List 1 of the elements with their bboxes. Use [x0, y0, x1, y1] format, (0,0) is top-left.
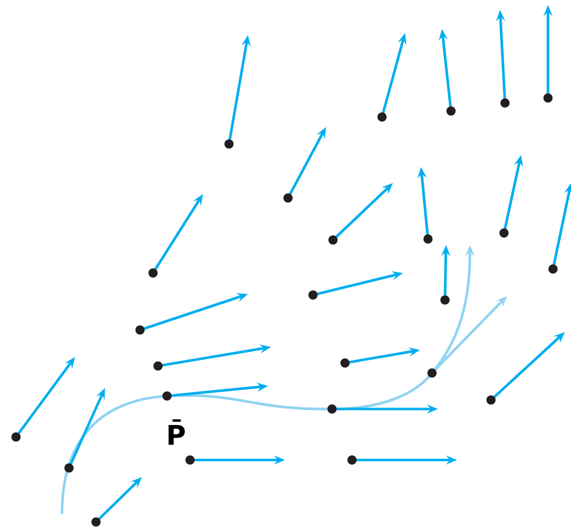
point-label: P̄	[168, 419, 185, 445]
